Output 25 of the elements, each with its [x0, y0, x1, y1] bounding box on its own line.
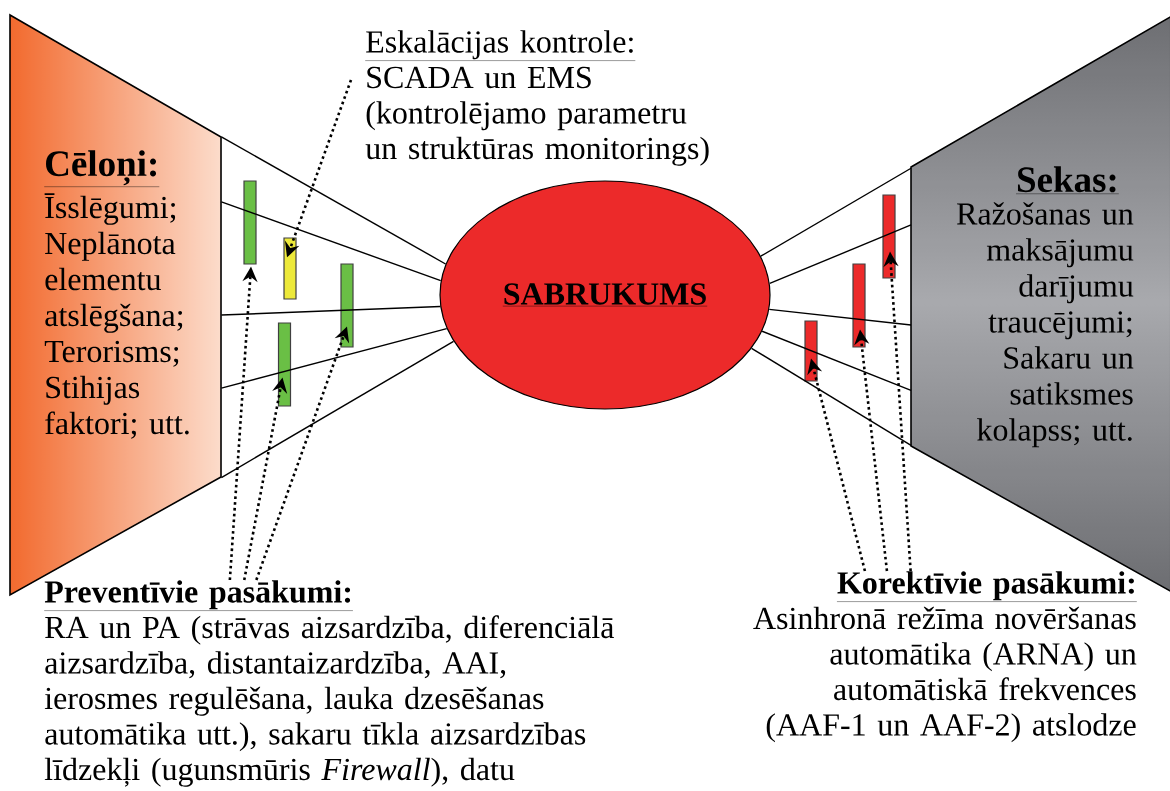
heading: Sekas: — [1015, 166, 1119, 194]
paragraph: SCADA un EMS (kontrolējamo parametru un struktūras monitorings) — [365, 66, 709, 166]
connector-line — [769, 224, 912, 285]
connector-line — [220, 340, 455, 479]
barrier-bar — [882, 194, 896, 279]
connector-line — [768, 308, 912, 326]
barrier-bar — [243, 180, 257, 265]
heading: Korektīvie pasākumi: — [836, 571, 1137, 602]
paragraph: RA un PA (strāvas aizsardzība, diferenciālā aizsardzība, distantaizardzība, AAI, ierosmes regulēšana, lauka dzesēšanas automātika utt.), sakaru tīkla aizsardzības līdzekļi (ugunsmūris Firewall), datu — [44, 615, 614, 787]
barrier-bar — [277, 322, 292, 407]
connector-line — [220, 305, 441, 316]
connector-line — [760, 167, 912, 257]
barrier-bar — [852, 263, 866, 348]
heading: Cēloņi: — [44, 150, 160, 187]
barrier-bar — [340, 263, 354, 348]
connector-line — [220, 136, 447, 265]
heading: Eskalācijas kontrole: — [365, 30, 636, 61]
paragraph: Asinhronā režīma novēršanas automātika (ARNA) un automātiskā frekvences (AAF-1 un AAF-2) atslodze — [753, 606, 1137, 743]
connector-line — [761, 330, 912, 392]
list-text: Īsslēgumi; Neplānota elementu atslēgšana; Terorisms; Stihijas faktori; utt. — [44, 193, 189, 439]
connector-line — [750, 347, 912, 446]
connector-line — [220, 201, 442, 282]
connector-line — [220, 327, 448, 389]
list-text: Ražošanas un maksājumu darījumu traucējumi; Sakaru un satiksmes kolapss; utt. — [957, 202, 1134, 448]
heading: Preventīvie pasākumi: — [44, 580, 354, 611]
